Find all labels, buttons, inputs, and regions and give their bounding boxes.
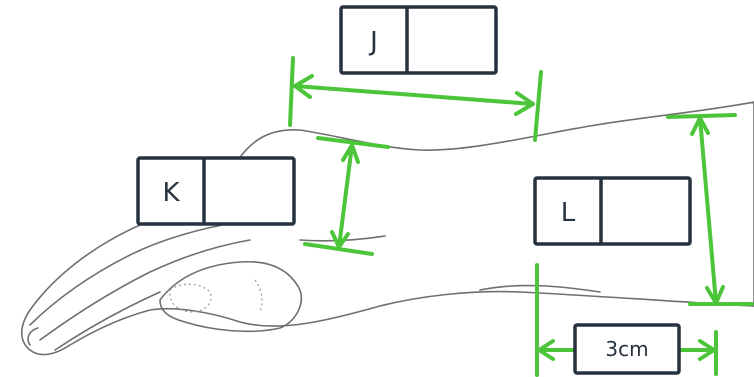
k-bottom-arrowhead xyxy=(330,230,350,249)
k-bottom-tick xyxy=(303,242,374,256)
forearm-and-hand-outline xyxy=(20,101,754,356)
k-dimension-line xyxy=(337,143,354,249)
l-dimension-line xyxy=(698,116,718,305)
knuckle-crease xyxy=(254,279,263,313)
l-bottom-arrowhead xyxy=(705,285,725,305)
fingertip-left xyxy=(27,327,39,346)
k-box xyxy=(136,156,296,226)
j-dimension-line xyxy=(293,84,535,106)
label-box-l: L xyxy=(533,176,692,246)
l-label: L xyxy=(561,198,576,228)
measurement-k xyxy=(303,136,390,256)
thumbnail-outline xyxy=(169,283,212,313)
measurement-j xyxy=(288,56,543,142)
label-box-k: K xyxy=(136,156,296,226)
label-box-j: J xyxy=(339,5,498,75)
k-top-tick xyxy=(316,136,390,149)
finger-line-1 xyxy=(39,239,251,341)
j-left-tick xyxy=(288,56,295,127)
3cm-right-arrowhead xyxy=(698,339,716,361)
l-answer-field[interactable] xyxy=(603,180,688,242)
l-top-tick xyxy=(666,113,737,119)
k-label: K xyxy=(162,178,180,208)
measurement-l xyxy=(666,113,754,306)
3cm-left-arrowhead xyxy=(537,339,555,361)
j-left-arrowhead xyxy=(293,74,314,99)
3cm-label-box xyxy=(573,323,681,375)
hand-illustration xyxy=(20,101,754,356)
j-right-tick xyxy=(533,70,543,142)
k-answer-field[interactable] xyxy=(206,160,292,222)
3cm-label-text: 3cm xyxy=(605,337,648,361)
thumb-outline xyxy=(159,260,302,333)
j-box xyxy=(339,5,498,75)
finger-line-3 xyxy=(29,221,241,326)
l-box xyxy=(533,176,692,246)
finger-line-2 xyxy=(54,291,161,351)
measurement-3cm: 3cm xyxy=(535,263,718,377)
j-answer-field[interactable] xyxy=(409,9,494,71)
j-label: J xyxy=(368,27,378,57)
k-top-arrowhead xyxy=(341,143,360,164)
j-right-arrowhead xyxy=(514,91,535,116)
l-top-arrowhead xyxy=(690,116,710,136)
wrist-lower-crease xyxy=(479,284,601,293)
